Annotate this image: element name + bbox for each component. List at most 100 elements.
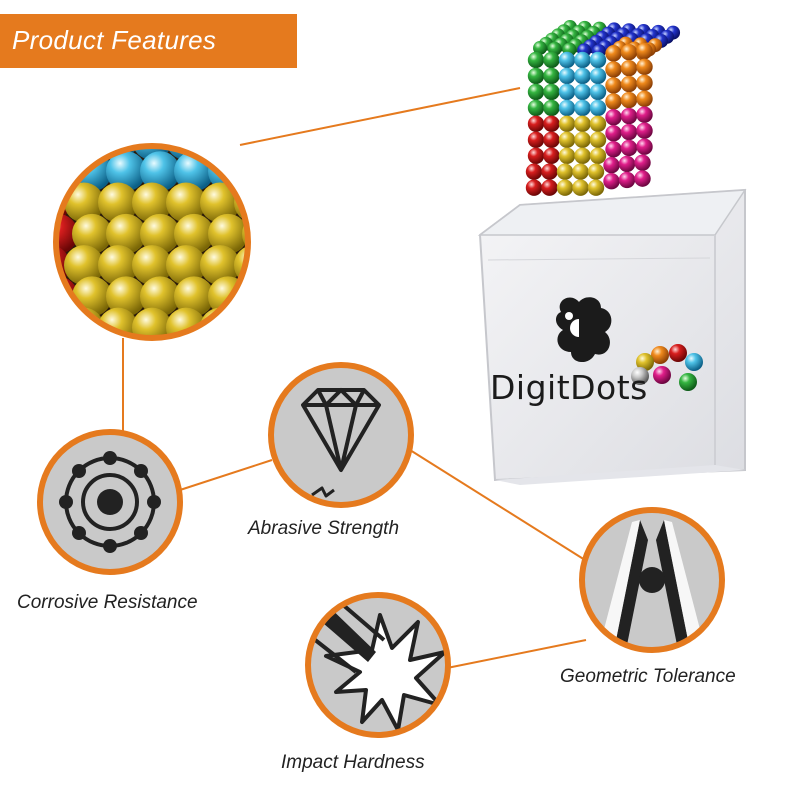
- magnet-ball: [140, 151, 180, 192]
- magnet-ball: [541, 163, 558, 180]
- magnet-ball: [4, 151, 44, 191]
- magnet-ball: [589, 115, 607, 133]
- magnet-ball: [56, 307, 70, 338]
- magnet-ball: [527, 131, 545, 149]
- magnet-ball: [106, 89, 146, 129]
- magnet-ball: [533, 41, 547, 55]
- magnet-ball: [527, 115, 545, 133]
- magnet-ball: [620, 139, 638, 157]
- magnet-ball: [605, 61, 622, 78]
- magnet-ball: [208, 89, 248, 129]
- magnet-ball: [587, 179, 605, 196]
- magnet-ball: [166, 245, 206, 286]
- magnet-ball: [558, 147, 576, 164]
- magnet-ball: [543, 99, 560, 117]
- magnet-ball: [541, 179, 558, 196]
- magnet-ball: [525, 163, 543, 180]
- magnet-ball: [4, 214, 44, 254]
- magnet-ball: [38, 89, 78, 129]
- magnet-ball: [574, 99, 591, 117]
- magnet-ball: [132, 146, 172, 160]
- magnet-ball: [589, 67, 607, 85]
- magnet-ball: [605, 109, 622, 126]
- magnet-ball: [200, 182, 240, 223]
- magnet-ball: [0, 308, 36, 348]
- magnet-ball: [72, 89, 112, 129]
- magnet-ball: [132, 245, 172, 286]
- magnet-ball: [208, 213, 248, 254]
- magnet-ball: [636, 58, 653, 76]
- magnet-ball: [234, 307, 248, 338]
- magnet-ball: [605, 125, 622, 142]
- magnet-ball: [603, 173, 620, 190]
- magnet-ball: [589, 131, 607, 149]
- magnet-ball: [132, 182, 172, 223]
- magnet-ball: [0, 120, 36, 160]
- magnet-ball: [543, 51, 560, 69]
- magnet-ball: [634, 154, 651, 171]
- magnet-ball: [527, 51, 545, 69]
- magnet-ball: [242, 89, 282, 129]
- magnet-ball: [242, 276, 248, 317]
- magnet-ball: [543, 115, 560, 133]
- magnet-ball: [543, 131, 560, 149]
- magnet-ball: [200, 146, 240, 160]
- magnet-ball: [140, 89, 180, 129]
- magnet-ball: [174, 276, 214, 317]
- magnet-ball: [636, 106, 653, 123]
- magnet-ball: [620, 75, 638, 93]
- banner-title: Product Features: [12, 25, 217, 55]
- magnet-ball: [589, 51, 607, 69]
- magnet-ball: [525, 179, 543, 196]
- magnet-ball: [574, 83, 591, 101]
- magnet-ball: [636, 138, 653, 155]
- magnet-ball: [527, 83, 545, 101]
- magnet-ball: [106, 276, 146, 317]
- zoom-detail-circle: [0, 89, 282, 348]
- magnet-ball: [605, 93, 622, 110]
- magnet-ball: [174, 89, 214, 129]
- magnet-ball: [618, 171, 636, 189]
- magnet-ball: [603, 157, 620, 174]
- magnet-ball: [558, 51, 576, 69]
- magnet-ball: [574, 67, 591, 85]
- magnet-ball: [4, 276, 44, 316]
- product-features-banner: Product Features: [0, 14, 297, 68]
- magnet-ball: [589, 147, 607, 164]
- magnet-ball: [636, 122, 653, 139]
- magnet-ball: [587, 163, 605, 180]
- magnet-ball: [543, 147, 560, 164]
- magnet-ball: [572, 163, 589, 180]
- magnet-ball: [620, 107, 638, 125]
- magnet-ball: [620, 123, 638, 141]
- magnet-ball: [556, 179, 574, 196]
- magnet-ball: [527, 99, 545, 117]
- magnet-ball: [106, 151, 146, 192]
- magnet-ball: [620, 91, 638, 109]
- diamond-icon: [268, 362, 414, 508]
- magnet-ball: [558, 131, 576, 149]
- magnet-ball: [242, 151, 248, 192]
- magnet-ball: [140, 276, 180, 317]
- magnet-ball: [574, 147, 591, 164]
- magnet-ball: [558, 83, 576, 101]
- ball-between-blades-icon: [579, 507, 725, 653]
- magnet-ball: [98, 182, 138, 223]
- magnet-ball: [64, 146, 104, 160]
- magnet-ball: [200, 245, 240, 286]
- impact-burst-icon: [305, 592, 451, 738]
- magnet-ball: [174, 213, 214, 254]
- magnet-ball: [589, 83, 607, 101]
- magnet-ball: [4, 89, 44, 129]
- magnet-ball: [574, 51, 591, 69]
- magnet-ball: [558, 67, 576, 85]
- magnet-ball: [140, 213, 180, 254]
- impact-hardness-label: Impact Hardness: [281, 752, 425, 773]
- magnet-ball: [64, 182, 104, 223]
- corrosive-resistance-label: Corrosive Resistance: [17, 592, 198, 613]
- magnet-ball: [605, 45, 622, 62]
- magnet-ball: [56, 146, 70, 160]
- magnet-ball: [527, 67, 545, 85]
- magnet-ball: [605, 141, 622, 158]
